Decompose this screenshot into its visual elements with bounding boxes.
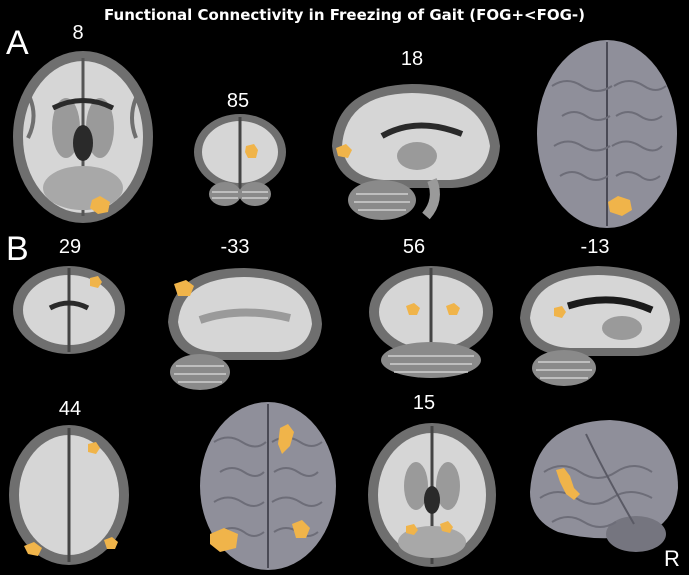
cluster-b7-right: [440, 521, 453, 533]
cluster-b8: [556, 468, 580, 500]
slice-label-b5: 44: [58, 398, 82, 420]
cluster-b5-right: [104, 537, 118, 549]
figure-title: Functional Connectivity in Freezing of G…: [104, 6, 585, 24]
coronal-slice-56: [362, 262, 500, 380]
slice-label-b6: 15: [412, 392, 436, 414]
cluster-a1: [90, 196, 110, 214]
cluster-b3-left: [406, 303, 420, 315]
3d-render-dorsal: [196, 398, 340, 574]
cluster-b2: [174, 280, 194, 296]
panel-letter-a: A: [6, 24, 29, 62]
cluster-a4: [608, 196, 632, 216]
cluster-b1: [90, 276, 102, 288]
coronal-slice-29: [10, 262, 128, 358]
3d-render-top: [532, 36, 682, 232]
slice-label-a3: 18: [400, 48, 424, 70]
panel-letter-b: B: [6, 230, 29, 268]
cluster-b5-left: [24, 542, 42, 556]
slice-label-b4: -13: [580, 236, 610, 258]
slice-label-a1: 8: [72, 22, 84, 44]
slice-label-a2: 85: [226, 90, 250, 112]
sagittal-slice-neg13: [512, 262, 684, 392]
sagittal-slice-18: [322, 76, 506, 222]
coronal-slice-85: [190, 112, 290, 208]
cluster-a3: [336, 144, 352, 158]
cluster-b4: [554, 306, 566, 318]
cluster-a2: [245, 144, 258, 158]
axial-slice-44: [6, 422, 132, 568]
3d-render-lateral: [524, 412, 682, 558]
cluster-b3-right: [446, 303, 460, 315]
orientation-label: R: [664, 546, 680, 571]
cluster-b6-left: [210, 528, 238, 552]
sagittal-slice-neg33: [160, 262, 326, 396]
cluster-b5-top: [88, 442, 100, 454]
axial-slice-8: [8, 48, 158, 226]
slice-label-b3: 56: [402, 236, 426, 258]
axial-slice-15: [362, 420, 502, 570]
cluster-b6-frontal: [278, 424, 294, 454]
cluster-b6-right: [292, 520, 310, 538]
slice-label-b1: 29: [58, 236, 82, 258]
cluster-b7-left: [406, 524, 418, 535]
slice-label-b2: -33: [220, 236, 250, 258]
